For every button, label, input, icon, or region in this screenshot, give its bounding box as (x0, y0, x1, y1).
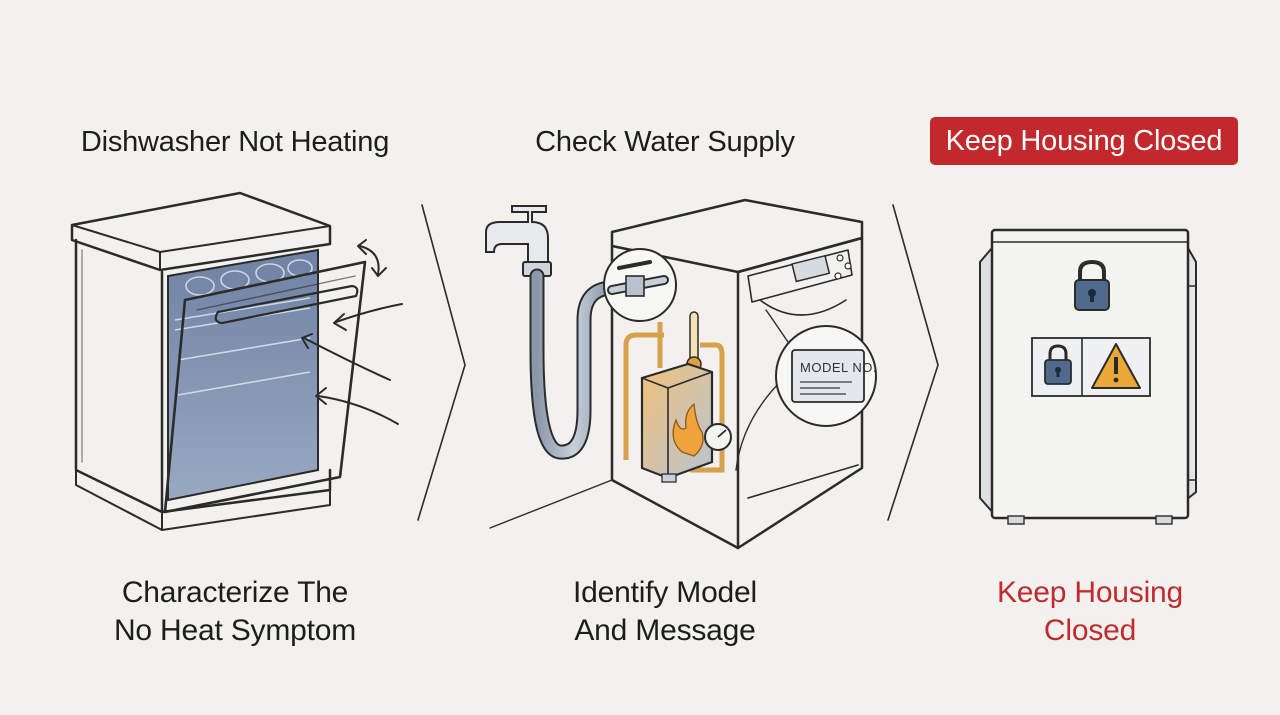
caption-line: No Heat Symptom (113, 614, 357, 647)
door-arrow-icon (301, 239, 403, 425)
thermometer-icon (686, 311, 702, 372)
chevron-right-icon (417, 204, 466, 521)
chevron-right-icon (887, 204, 939, 521)
water-heater-icon (640, 362, 714, 483)
caption-line: Characterize The (121, 576, 349, 609)
lock-icon (1074, 259, 1110, 311)
hose-icon (529, 268, 618, 460)
panel-title-water-supply: Check Water Supply (535, 126, 795, 158)
panel-title-keep-closed-badge: Keep Housing Closed (930, 117, 1238, 165)
warning-triangle-icon (1091, 343, 1141, 389)
faucet-icon (485, 205, 552, 277)
panel-title-not-heating: Dishwasher Not Heating (80, 126, 390, 158)
pressure-gauge-icon (704, 423, 732, 451)
panel-caption-keep-closed: Keep Housing Closed (900, 574, 1280, 650)
dishwasher-icon (70, 191, 403, 531)
model-plate-label: MODEL NO. (800, 360, 877, 375)
panel-caption-symptom: Characterize The No Heat Symptom (40, 574, 430, 650)
caption-line: And Message (574, 614, 756, 647)
panel-caption-model: Identify Model And Message (470, 574, 860, 650)
caption-line: Identify Model (573, 576, 757, 609)
caption-line: Closed (1043, 614, 1137, 647)
caption-line: Keep Housing (996, 576, 1184, 609)
lock-icon (1044, 344, 1072, 385)
